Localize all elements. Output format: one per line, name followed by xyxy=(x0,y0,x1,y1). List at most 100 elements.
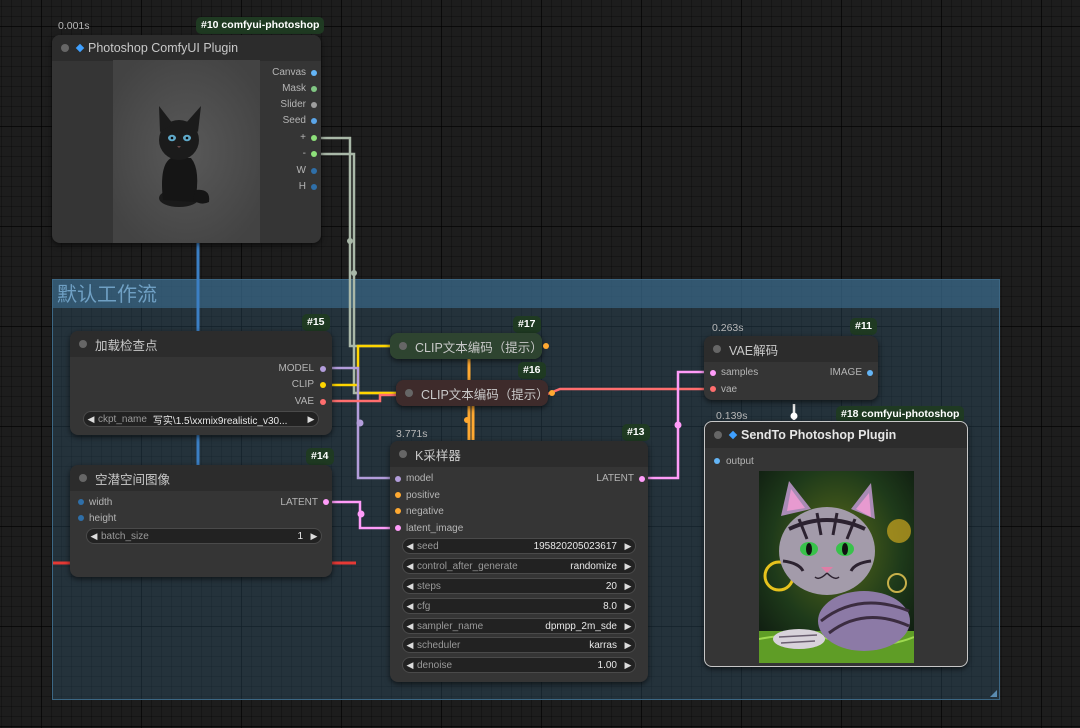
clip17-out-pin[interactable] xyxy=(543,343,549,349)
decrement-arrow-icon[interactable]: ◀ xyxy=(90,530,98,541)
w-pin[interactable] xyxy=(311,168,317,174)
photoshop-comfyui-plugin-node[interactable]: Photoshop ComfyUI Plugin xyxy=(52,35,321,243)
clip-pin[interactable] xyxy=(320,382,326,388)
increment-arrow-icon[interactable]: ▶ xyxy=(624,659,632,670)
latent-out-pin[interactable] xyxy=(323,499,329,505)
batch-size-stepper[interactable]: ◀ batch_size 1 ▶ xyxy=(86,528,322,544)
vae-input-samples[interactable]: samples xyxy=(721,367,759,378)
checkpoint-output-vae[interactable]: VAE xyxy=(294,396,314,407)
ckpt-name-combo[interactable]: ◀ ckpt_name 写实\1.5\xxmix9realistic_v30..… xyxy=(83,411,319,427)
collapse-dot-icon[interactable] xyxy=(399,342,407,350)
seed-pin[interactable] xyxy=(311,118,317,124)
increment-arrow-icon[interactable]: ▶ xyxy=(624,600,632,611)
clip17-title-bar[interactable]: CLIP文本编码（提示） xyxy=(390,333,543,359)
checkpoint-title-bar[interactable]: 加载检查点 xyxy=(70,331,332,357)
group-title[interactable]: 默认工作流 xyxy=(53,280,999,308)
canvas-pin[interactable] xyxy=(311,70,317,76)
minus-pin[interactable] xyxy=(311,151,317,157)
ps-plugin-title-bar[interactable]: Photoshop ComfyUI Plugin xyxy=(52,35,321,61)
ksampler-input-model[interactable]: model xyxy=(406,473,434,484)
scheduler-combo[interactable]: ◀ scheduler karras ▶ xyxy=(402,637,636,653)
steps-stepper[interactable]: ◀ steps 20 ▶ xyxy=(402,578,636,594)
image-out-pin[interactable] xyxy=(867,370,873,376)
combo-left-arrow-icon[interactable]: ◀ xyxy=(406,620,414,631)
ps-output-plus[interactable]: + xyxy=(300,132,306,143)
group-resize-handle[interactable] xyxy=(990,690,997,697)
output-in-pin[interactable] xyxy=(714,458,720,464)
ps-output-canvas[interactable]: Canvas xyxy=(272,67,306,78)
denoise-stepper[interactable]: ◀ denoise 1.00 ▶ xyxy=(402,657,636,673)
negative-in-pin[interactable] xyxy=(395,508,401,514)
model-in-pin[interactable] xyxy=(395,476,401,482)
combo-left-arrow-icon[interactable]: ◀ xyxy=(87,413,95,424)
ksampler-input-latent-image[interactable]: latent_image xyxy=(406,523,464,534)
decrement-arrow-icon[interactable]: ◀ xyxy=(406,659,414,670)
width-pin[interactable] xyxy=(78,499,84,505)
checkpoint-output-clip[interactable]: CLIP xyxy=(291,379,314,390)
clip16-out-pin[interactable] xyxy=(549,390,555,396)
sampler-name-combo[interactable]: ◀ sampler_name dpmpp_2m_sde ▶ xyxy=(402,618,636,634)
clip16-title-bar[interactable]: CLIP文本编码（提示） xyxy=(396,380,549,406)
vae-input-vae[interactable]: vae xyxy=(721,384,738,395)
clip-text-encode-16-node[interactable]: CLIP文本编码（提示） xyxy=(396,380,549,406)
ksampler-latent-out-pin[interactable] xyxy=(639,476,645,482)
ps-output-mask[interactable]: Mask xyxy=(282,83,306,94)
latent-input-width[interactable]: width xyxy=(89,497,113,508)
latent-title-bar[interactable]: 空潜空间图像 xyxy=(70,465,332,491)
model-pin[interactable] xyxy=(320,366,326,372)
slider-pin[interactable] xyxy=(311,102,317,108)
combo-left-arrow-icon[interactable]: ◀ xyxy=(406,639,414,650)
combo-right-arrow-icon[interactable]: ▶ xyxy=(624,620,632,631)
sendto-input-output[interactable]: output xyxy=(726,456,754,467)
collapse-dot-icon[interactable] xyxy=(79,474,87,482)
combo-right-arrow-icon[interactable]: ▶ xyxy=(624,639,632,650)
decrement-arrow-icon[interactable]: ◀ xyxy=(406,540,414,551)
latent-output-latent[interactable]: LATENT xyxy=(280,497,318,508)
ps-output-seed[interactable]: Seed xyxy=(282,115,306,126)
cfg-stepper[interactable]: ◀ cfg 8.0 ▶ xyxy=(402,598,636,614)
positive-in-pin[interactable] xyxy=(395,492,401,498)
plus-pin[interactable] xyxy=(311,135,317,141)
samples-in-pin[interactable] xyxy=(710,370,716,376)
clip-text-encode-17-node[interactable]: CLIP文本编码（提示） xyxy=(390,333,543,359)
checkpoint-output-model[interactable]: MODEL xyxy=(278,363,314,374)
ksampler-output-latent[interactable]: LATENT xyxy=(596,473,634,484)
latent-image-in-pin[interactable] xyxy=(395,525,401,531)
ps-output-slider[interactable]: Slider xyxy=(280,99,306,110)
latent-input-height[interactable]: height xyxy=(89,513,117,524)
ksampler-title-bar[interactable]: K采样器 xyxy=(390,441,648,467)
ps-output-h[interactable]: H xyxy=(298,181,306,192)
height-pin[interactable] xyxy=(78,515,84,521)
increment-arrow-icon[interactable]: ▶ xyxy=(624,580,632,591)
vae-in-pin[interactable] xyxy=(710,386,716,392)
sendto-title-bar[interactable]: SendTo Photoshop Plugin xyxy=(705,422,967,448)
vae-output-image[interactable]: IMAGE xyxy=(829,367,862,378)
vae-title-bar[interactable]: VAE解码 xyxy=(704,336,878,362)
empty-latent-node[interactable]: 空潜空间图像 xyxy=(70,465,332,577)
latent-title: 空潜空间图像 xyxy=(95,472,171,487)
control-after-generate-combo[interactable]: ◀ control_after_generate randomize ▶ xyxy=(402,558,636,574)
seed-stepper[interactable]: ◀ seed 195820205023617 ▶ xyxy=(402,538,636,554)
collapse-dot-icon[interactable] xyxy=(714,431,722,439)
increment-arrow-icon[interactable]: ▶ xyxy=(310,530,318,541)
ps-output-w[interactable]: W xyxy=(296,165,306,176)
collapse-dot-icon[interactable] xyxy=(399,450,407,458)
ps-output-minus[interactable]: - xyxy=(302,148,306,159)
collapse-dot-icon[interactable] xyxy=(79,340,87,348)
ksampler-input-negative[interactable]: negative xyxy=(406,506,444,517)
mask-pin[interactable] xyxy=(311,86,317,92)
collapse-dot-icon[interactable] xyxy=(61,44,69,52)
h-pin[interactable] xyxy=(311,184,317,190)
vae-pin[interactable] xyxy=(320,399,326,405)
combo-right-arrow-icon[interactable]: ▶ xyxy=(624,560,632,571)
combo-left-arrow-icon[interactable]: ◀ xyxy=(406,560,414,571)
decrement-arrow-icon[interactable]: ◀ xyxy=(406,600,414,611)
collapse-dot-icon[interactable] xyxy=(713,345,721,353)
increment-arrow-icon[interactable]: ▶ xyxy=(624,540,632,551)
ksampler-input-positive[interactable]: positive xyxy=(406,490,440,501)
collapse-dot-icon[interactable] xyxy=(405,389,413,397)
decrement-arrow-icon[interactable]: ◀ xyxy=(406,580,414,591)
combo-right-arrow-icon[interactable]: ▶ xyxy=(307,413,315,424)
vae-decode-node[interactable]: VAE解码 xyxy=(704,336,878,400)
sendto-photoshop-node[interactable]: SendTo Photoshop Plugin xyxy=(704,421,968,667)
